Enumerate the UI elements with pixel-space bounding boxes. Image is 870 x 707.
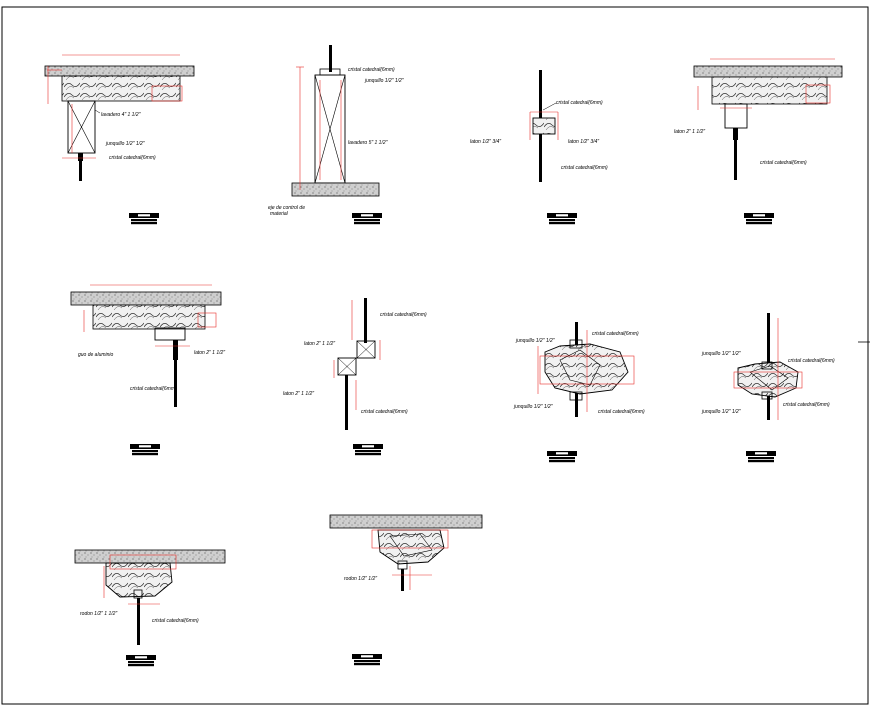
- label-d3-c: laton 1/2" 3/4": [568, 139, 599, 145]
- title-tag-d5: [130, 444, 160, 456]
- label-d1-b: junquillo 1/2" 1/2": [105, 141, 145, 147]
- label-d3-b: laton 1/2" 3/4": [470, 139, 501, 145]
- detail-7: junquillo 1/2" 1/2" cristal catedral(6mm…: [513, 322, 645, 463]
- detail-9: rodon 1/2" 1 1/2" cristal catedral(6mm): [74, 549, 226, 667]
- label-d5-c: cristal catedral(6mm): [130, 386, 177, 392]
- label-d5-a: guo de aluminio: [78, 352, 114, 358]
- label-d5-b: laton 2" 1 1/2": [194, 350, 225, 356]
- label-d2-b: junquillo 1/2" 1/2": [364, 78, 404, 84]
- label-d3-d: cristal catedral(6mm): [561, 165, 608, 171]
- title-tag-d2: [352, 213, 382, 225]
- label-d6-b: laton 2" 1 1/2": [304, 341, 335, 347]
- label-d6-c: laton 2" 1 1/2": [283, 391, 314, 397]
- label-d1-a: lavadero 4" 1 1/2": [101, 112, 141, 118]
- label-d7-d: cristal catedral(6mm): [598, 409, 645, 415]
- label-d8-b: cristal catedral(6mm): [788, 358, 835, 364]
- label-d10-a: rodon 1/2" 1/2": [344, 576, 377, 582]
- detail-5: guo de aluminio laton 2" 1 1/2" cristal …: [70, 284, 225, 456]
- detail-2: cristal catedral(6mm) junquillo 1/2" 1/2…: [268, 45, 404, 225]
- label-d4-b: cristal catedral(6mm): [760, 160, 807, 166]
- title-tag-d3: [547, 213, 577, 225]
- title-tag-d8: [746, 451, 776, 463]
- label-d4-a: laton 2" 1 1/2": [674, 129, 705, 135]
- title-tag-d6: [353, 444, 383, 456]
- detail-6: cristal catedral(6mm) laton 2" 1 1/2" la…: [283, 298, 427, 456]
- detail-3: cristal catedral(6mm) laton 1/2" 3/4" la…: [470, 70, 608, 225]
- label-d8-c: junquillo 1/2" 1/2": [701, 409, 741, 415]
- detail-1: lavadero 4" 1 1/2" junquillo 1/2" 1/2" c…: [44, 54, 195, 225]
- label-d7-c: junquillo 1/2" 1/2": [513, 404, 553, 410]
- detail-10: rodon 1/2" 1/2": [329, 514, 483, 666]
- title-tag-d9: [126, 655, 156, 667]
- label-d8-d: cristal catedral(6mm): [783, 402, 830, 408]
- label-d2-e: material: [270, 211, 289, 217]
- title-tag-d10: [352, 654, 382, 666]
- detail-8: junquillo 1/2" 1/2" cristal catedral(6mm…: [701, 313, 835, 463]
- sheet-border: [1, 6, 869, 705]
- label-d2-d: eje de control de: [268, 205, 305, 211]
- label-d6-a: cristal catedral(6mm): [380, 312, 427, 318]
- label-d7-b: cristal catedral(6mm): [592, 331, 639, 337]
- title-tag-d4: [744, 213, 774, 225]
- label-d9-a: rodon 1/2" 1 1/2": [80, 611, 117, 617]
- label-d1-c: cristal catedral(6mm): [109, 155, 156, 161]
- label-d8-a: junquillo 1/2" 1/2": [701, 351, 741, 357]
- label-d3-a: cristal catedral(6mm): [556, 100, 603, 106]
- title-tag-d7: [547, 451, 577, 463]
- label-d2-a: cristal catedral(6mm): [348, 67, 395, 73]
- detail-4: laton 2" 1 1/2" cristal catedral(6mm): [674, 58, 843, 225]
- title-tag-d1: [129, 213, 159, 225]
- label-d6-d: cristal catedral(6mm): [361, 409, 408, 415]
- label-d2-c: lavadero 5" 1 1/2": [348, 140, 388, 146]
- label-d7-a: junquillo 1/2" 1/2": [515, 338, 555, 344]
- label-d9-b: cristal catedral(6mm): [152, 618, 199, 624]
